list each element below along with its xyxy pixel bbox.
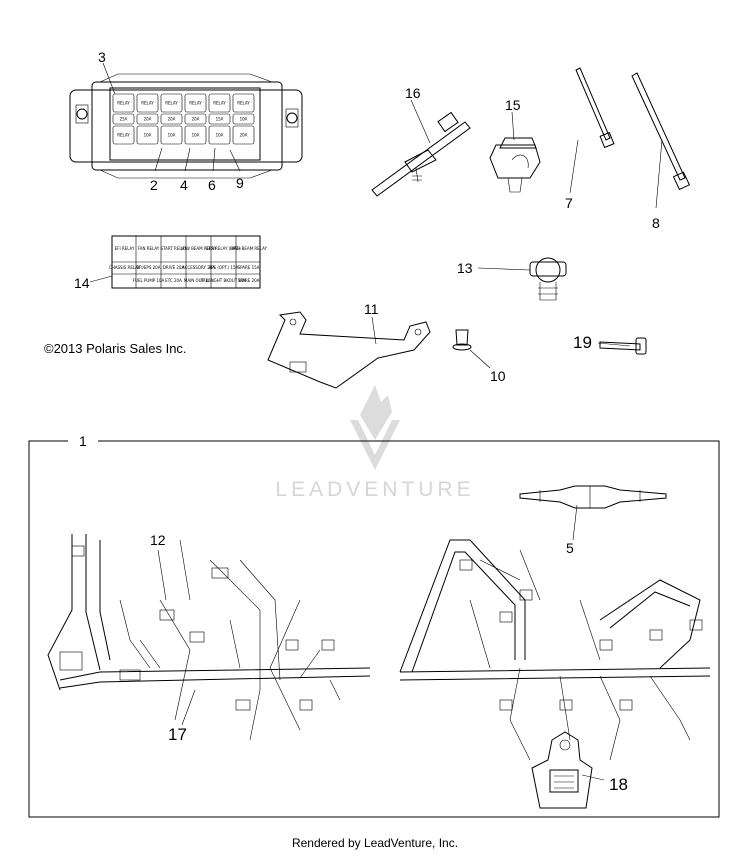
label-card-cell: TAIL LIGHT BKOUT 10A — [200, 278, 247, 283]
fuse-slot — [160, 113, 183, 125]
fuse-slot-label: RELAY — [237, 101, 250, 106]
mounting-bracket — [267, 311, 431, 389]
label-card-cell: CHASSIS RELAY — [109, 265, 141, 270]
harness-clip — [489, 137, 541, 193]
fuse-slot — [112, 113, 135, 125]
callout-7: 7 — [565, 195, 573, 211]
fuse-slot — [112, 93, 135, 113]
bolt — [599, 337, 647, 355]
fuse-slot-label: RELAY — [141, 101, 154, 106]
wire-clamp — [529, 257, 567, 301]
callout-12: 12 — [150, 532, 166, 548]
callout-3: 3 — [98, 49, 106, 65]
fuse-slot-label: 20A — [240, 133, 248, 138]
fuse-slot — [136, 125, 159, 145]
callout-10: 10 — [490, 368, 506, 384]
watermark-logo — [350, 385, 400, 470]
label-card-cell: SPARE 20A — [238, 278, 260, 283]
fuse-slot-label: 15A — [216, 117, 224, 122]
fuse-slot — [184, 125, 207, 145]
callout-8: 8 — [652, 215, 660, 231]
fuse-slot-label: 10A — [192, 133, 200, 138]
fuse-slot-label: 10A — [216, 133, 224, 138]
label-card-cell: SPARE 15A — [238, 265, 260, 270]
left-wiring-harness — [47, 534, 371, 741]
fuse-slot — [184, 93, 207, 113]
callout-6: 6 — [208, 177, 216, 193]
fuse-slot-label: 20A — [192, 117, 200, 122]
callout-18: 18 — [609, 775, 628, 794]
label-card-cell: START RELAY — [160, 246, 187, 251]
fuse-slot — [208, 93, 231, 113]
fuse-box: RELAY RELAY RELAY RELAY RELAY RELAY 25A 20A 20A 2… — [69, 73, 303, 179]
push-rivet — [452, 329, 472, 351]
callout-17: 17 — [168, 725, 187, 744]
callout-4: 4 — [180, 177, 188, 193]
fuse-slot — [160, 125, 183, 145]
fuse-slot-label: RELAY — [117, 101, 130, 106]
fuse-slot — [184, 113, 207, 125]
label-card-cell: ETC 20A — [165, 278, 182, 283]
label-card-cell: DRIVE 20A — [163, 265, 185, 270]
callout-16: 16 — [405, 85, 421, 101]
fuse-slot — [232, 125, 255, 145]
label-card-cell: EFI/EPS 20A — [137, 265, 161, 270]
cable-tie-short — [575, 67, 615, 149]
label-card-cell: FAN RELAY — [138, 246, 160, 251]
fuse-slot — [232, 93, 255, 113]
fuse-slot — [160, 93, 183, 113]
fuse-slot-label: 10A — [240, 117, 248, 122]
watermark-text: LEADVENTURE — [275, 478, 474, 501]
fuse-slot — [208, 125, 231, 145]
fuse-slot — [208, 113, 231, 125]
callout-13: 13 — [457, 260, 473, 276]
right-wiring-harness — [399, 539, 711, 761]
fuse-slot-label: RELAY — [213, 101, 226, 106]
label-card-cell: ACCESSORY 20A — [182, 265, 215, 270]
callout-19: 19 — [573, 333, 592, 352]
label-card-cell: EPS (OPT.) 15A — [209, 265, 239, 270]
label-card-cell: MAIN OUT 10A — [184, 278, 214, 283]
fuse-slot — [112, 125, 135, 145]
callout-11: 11 — [364, 301, 379, 317]
fuse-slot — [136, 93, 159, 113]
fuse-slot — [136, 113, 159, 125]
main-harness-frame — [28, 440, 720, 818]
inline-connector — [519, 485, 667, 509]
footer-credit: Rendered by LeadVenture, Inc. — [291, 836, 459, 850]
copyright-text: ©2013 Polaris Sales Inc. — [44, 341, 187, 356]
fuse-slot-label: 20A — [168, 117, 176, 122]
callout-14: 14 — [74, 275, 90, 291]
label-card-cell: HIGH BEAM RELAY — [230, 246, 267, 251]
diagnostic-connector — [531, 731, 593, 809]
fuse-slot-label: RELAY — [117, 133, 130, 138]
fuse-slot-label: RELAY — [189, 101, 202, 106]
push-mount-cable-tie — [371, 111, 471, 197]
callout-15: 15 — [505, 97, 521, 113]
fuse-slot-label: 10A — [168, 133, 176, 138]
label-card-cell: EPS RELAY (OPT.) — [206, 246, 241, 251]
label-card-cell: LOW BEAM RELAY — [181, 246, 217, 251]
callout-2: 2 — [150, 177, 158, 193]
label-card-cell: FUEL PUMP 10A — [133, 278, 165, 283]
callout-9: 9 — [236, 175, 244, 191]
fuse-slot-label: 20A — [144, 117, 152, 122]
fuse-slot-label: 10A — [144, 133, 152, 138]
callout-5: 5 — [566, 540, 574, 556]
cable-tie-long — [631, 72, 691, 191]
fuse-slot — [232, 113, 255, 125]
fuse-slot-label: RELAY — [165, 101, 178, 106]
callout-1: 1 — [79, 433, 87, 449]
label-card-cell: EFI RELAY — [115, 246, 135, 251]
fuse-slot-label: 25A — [120, 117, 128, 122]
